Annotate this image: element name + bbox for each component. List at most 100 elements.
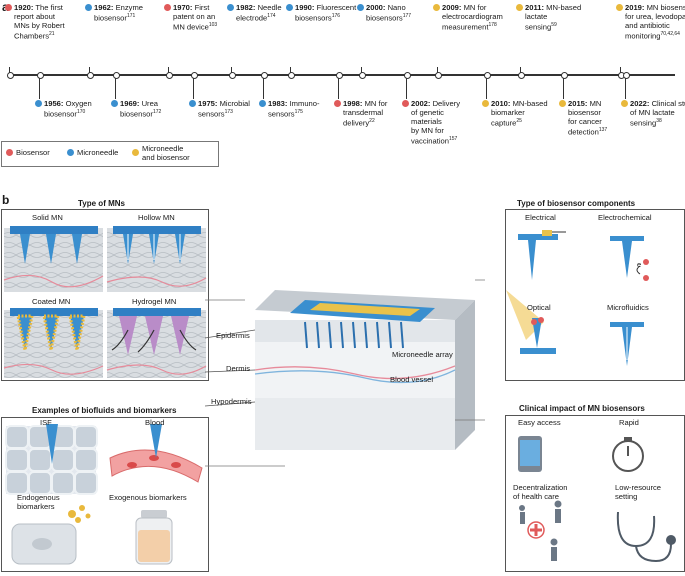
timeline-tick xyxy=(193,75,194,99)
timeline-year: 1956: xyxy=(44,99,64,108)
timeline-text: Nano xyxy=(387,3,406,12)
timeline-event-dot xyxy=(402,100,409,107)
timeline-node xyxy=(36,72,44,79)
timeline-text: transdermal xyxy=(343,108,384,117)
timeline-ref: 177 xyxy=(402,13,412,19)
timeline-node xyxy=(517,72,525,79)
epidermis-label: Epidermis xyxy=(216,331,250,340)
timeline-text: vaccination xyxy=(411,136,449,146)
timeline-text: The first xyxy=(35,3,63,12)
optical-graphic xyxy=(506,290,556,354)
timeline-text: biomarker xyxy=(491,108,525,117)
timeline-tick xyxy=(338,75,339,99)
timeline-tick xyxy=(437,67,438,75)
timeline-event-dot xyxy=(433,4,440,11)
timeline-event: 2022: Clinical studyof MN lactatesensing… xyxy=(630,99,685,128)
timeline-ref: 25 xyxy=(516,118,522,124)
timeline-text: for cancer xyxy=(568,117,602,126)
timeline-ref: 38 xyxy=(656,118,662,124)
legend xyxy=(1,141,219,167)
timeline-node xyxy=(335,72,343,79)
timeline-event-dot xyxy=(516,4,523,11)
timeline-text: MN biosensors xyxy=(646,3,685,12)
timeline-tick xyxy=(361,67,362,75)
timeline-text: Delivery xyxy=(432,99,460,108)
timeline-text: biosensor xyxy=(120,109,153,119)
timeline-event-dot xyxy=(621,100,628,107)
hydrogel-mn-label: Hydrogel MN xyxy=(130,297,179,306)
timeline-tick xyxy=(625,75,626,99)
timeline-text: Microbial xyxy=(219,99,250,108)
biofluids-illustration xyxy=(5,424,203,565)
components-illustration xyxy=(506,230,649,366)
panel-b-label: b xyxy=(2,193,10,207)
timeline-text: for urea, levodopa xyxy=(625,12,685,21)
timeline-ref: 22 xyxy=(369,118,375,124)
hypodermis-label: Hypodermis xyxy=(211,397,252,406)
timeline-text: report about xyxy=(14,12,55,21)
timeline-year: 1983: xyxy=(268,99,288,108)
timeline-text: Urea xyxy=(141,99,159,108)
microfluidics-graphic xyxy=(610,322,644,366)
timeline-ref: 59 xyxy=(551,22,557,28)
timeline-event-dot xyxy=(111,100,118,107)
timeline-ref: 157 xyxy=(449,136,458,142)
easy-access-label: Easy access xyxy=(518,418,561,427)
timeline-text: biosensor xyxy=(94,13,127,23)
timeline-text: monitoring xyxy=(625,31,661,41)
legend-microneedle-label: Microneedle xyxy=(77,148,119,157)
timeline-text: patent on an xyxy=(173,12,216,21)
timeline-text: First xyxy=(194,3,210,12)
timeline-event: 1983: Immuno-sensors175 xyxy=(268,99,320,119)
timeline-year: 2002: xyxy=(411,99,431,108)
timeline-tick xyxy=(9,67,10,75)
timeline-event-dot xyxy=(334,100,341,107)
phone-icon xyxy=(518,436,542,472)
timeline-text: Needle xyxy=(257,3,282,12)
timeline-year: 1920: xyxy=(14,3,34,12)
timeline-ref: 174 xyxy=(267,13,276,19)
timeline-text: Chambers xyxy=(14,31,50,41)
people-network-icon xyxy=(519,500,562,561)
clinical-title: Clinical impact of MN biosensors xyxy=(519,404,645,413)
timeline-tick xyxy=(89,67,90,75)
timeline-event-dot xyxy=(357,4,364,11)
timeline-tick xyxy=(563,75,564,99)
timeline-tick xyxy=(520,67,521,75)
timeline-text: MN-based xyxy=(512,99,548,108)
timeline-ref: 137 xyxy=(598,127,608,133)
timeline-year: 2019: xyxy=(625,3,645,12)
timeline-year: 2015: xyxy=(568,99,588,108)
skin-block xyxy=(205,279,485,467)
timeline-ref: 70,42,64 xyxy=(660,31,680,37)
timeline-tick xyxy=(168,67,169,75)
timeline-year: 2000: xyxy=(366,3,386,12)
exogenous-biomarkers-label: Exogenous biomarkers xyxy=(109,493,187,502)
timeline-node xyxy=(358,72,366,79)
type-of-mns-illustration xyxy=(3,226,207,378)
electrochemical-graphic xyxy=(610,236,649,281)
timeline-text: electrode xyxy=(236,13,268,23)
timeline-text: biosensor xyxy=(568,108,601,117)
timeline-year: 1970: xyxy=(173,3,193,12)
type-of-mns-panel xyxy=(1,209,209,381)
timeline-event-dot xyxy=(227,4,234,11)
timeline-text: biosensors xyxy=(366,13,403,23)
electron-symbol: e xyxy=(637,260,642,269)
timeline-axis xyxy=(12,74,675,76)
decentralization-label: Decentralization of health care xyxy=(513,483,568,501)
dermis-label: Dermis xyxy=(226,364,251,373)
type-of-mns-title: Type of MNs xyxy=(78,199,125,208)
